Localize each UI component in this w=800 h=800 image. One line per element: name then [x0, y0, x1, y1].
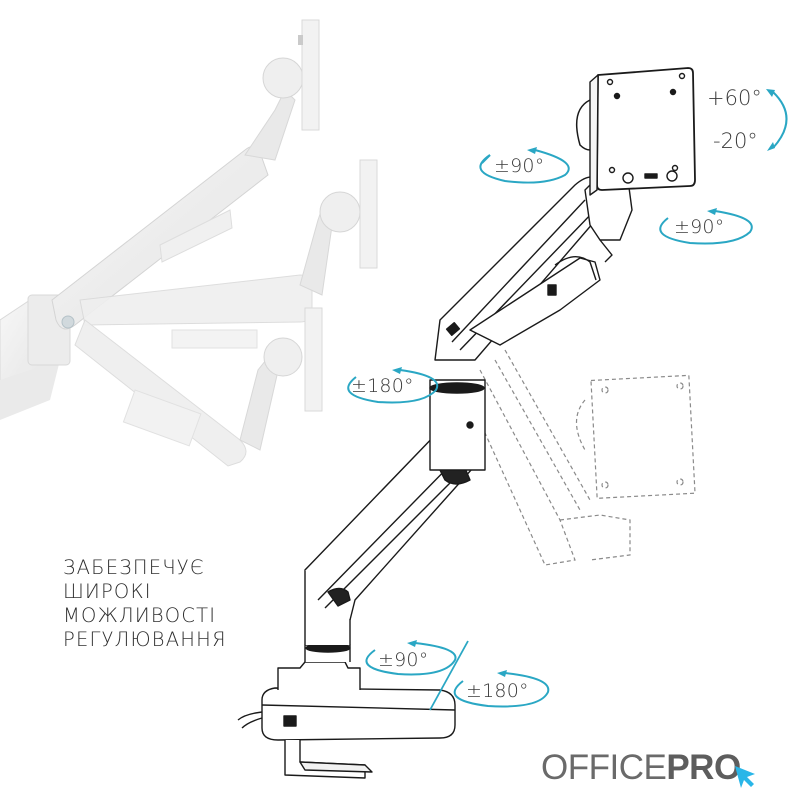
tagline-line: МОЖЛИВОСТІ — [63, 604, 217, 627]
ghost-arm-position — [469, 349, 696, 566]
rendered-arm-positions — [0, 19, 378, 467]
tagline-line: ЗАБЕЗПЕЧУЄ — [63, 556, 205, 579]
rotation-arrow-icon — [453, 672, 550, 708]
swivel-arrow-icon — [479, 149, 570, 184]
divider-slash-icon — [429, 640, 469, 711]
brand-logo-bold: PRO — [666, 748, 741, 787]
tagline: ЗАБЕЗПЕЧУЄ ШИРОКІ МОЖЛИВОСТІ РЕГУЛЮВАННЯ — [63, 556, 227, 652]
arm-top-swivel-label: ±90° — [494, 155, 545, 177]
brand-logo-light: OFFICE — [541, 748, 667, 787]
line-art-arm — [237, 67, 696, 779]
tagline-line: РЕГУЛЮВАННЯ — [63, 628, 227, 651]
base-rotation-label: ±180° — [466, 680, 529, 702]
rotation-arrow-icon — [347, 369, 439, 404]
swivel-arrow-icon — [659, 210, 753, 245]
rotation-arrows — [347, 89, 788, 711]
tagline-line: ШИРОКІ — [63, 580, 152, 603]
tilt-up-label: +60° — [707, 86, 762, 110]
cursor-arrow-icon — [734, 766, 755, 788]
head-swivel-label: ±90° — [674, 216, 725, 238]
tilt-down-label: -20° — [713, 129, 758, 153]
elbow-rotation-label: ±180° — [351, 375, 414, 397]
base-swivel-label: ±90° — [378, 649, 429, 671]
swivel-arrow-icon — [365, 642, 457, 676]
tilt-arc-icon — [772, 91, 788, 149]
